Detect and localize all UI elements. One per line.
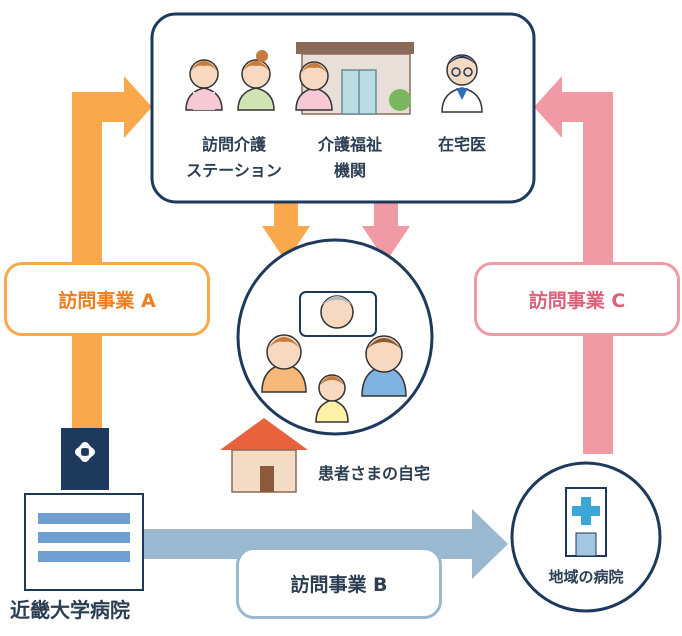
provider-label-home-nursing: 訪問介護 ステーション	[176, 132, 292, 184]
patient-home-label: 患者さまの自宅	[318, 464, 431, 483]
program-b-label: 訪問事業 B	[236, 547, 442, 619]
down-arrow-orange	[262, 200, 310, 262]
care-facility-icon	[295, 42, 414, 115]
program-a-label: 訪問事業 A	[4, 262, 210, 336]
flow-a-arrow	[72, 76, 152, 437]
provider-label-home-doctor: 在宅医	[420, 132, 504, 158]
down-arrow-pink	[362, 200, 410, 262]
local-hospital-label: 地域の病院	[548, 568, 624, 586]
provider-label-line1: 介護福祉	[317, 135, 382, 154]
nurse-icon	[185, 50, 275, 111]
provider-label-line1: 在宅医	[437, 135, 486, 154]
program-c-label: 訪問事業 C	[474, 262, 680, 336]
house-icon	[220, 418, 308, 493]
local-hospital-icon	[565, 487, 607, 557]
university-hospital-icon	[24, 428, 144, 591]
provider-label-line2: 機関	[333, 161, 366, 180]
provider-label-line2: ステーション	[186, 161, 282, 180]
provider-label-care-facility: 介護福祉 機関	[300, 132, 400, 184]
provider-label-line1: 訪問介護	[201, 135, 266, 154]
doctor-icon	[441, 54, 483, 113]
university-hospital-label: 近畿大学病院	[10, 598, 130, 622]
family-icon	[261, 291, 407, 423]
